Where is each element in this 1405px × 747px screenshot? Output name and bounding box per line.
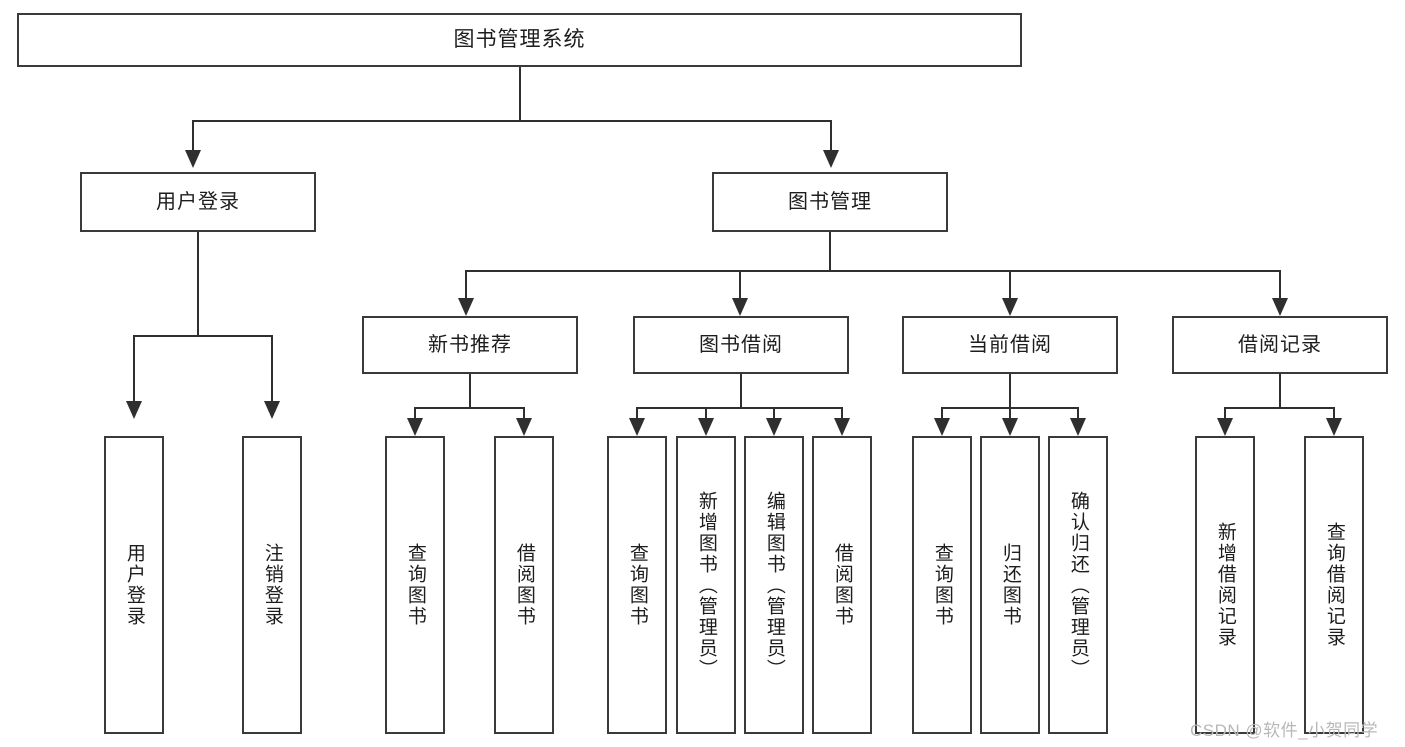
arrow-to-leaf-borrow-book-1 [516,418,532,436]
arrow-to-leaf-confirm-return [1070,418,1086,436]
arrow-to-borrow-record [1272,298,1288,316]
connector-user-login-stem [197,232,199,335]
node-label: 当前借阅 [968,334,1052,356]
leaf-label: 查询图书 [931,543,953,627]
connector-level3-drop-2 [739,270,741,300]
connector-level2-right-drop [830,120,832,152]
connector-current-borrow-stem [1009,374,1011,407]
node-borrow-record[interactable]: 借阅记录 [1172,316,1388,374]
node-user-login[interactable]: 用户登录 [80,172,316,232]
leaf-label: 查询借阅记录 [1323,522,1345,648]
leaf-label: 查询图书 [626,543,648,627]
leaf-label: 新增借阅记录 [1214,522,1236,648]
connector-user-login-child1-drop [133,335,135,403]
connector-book-borrow-bus [636,407,842,409]
node-label: 图书借阅 [699,334,783,356]
connector-level3-drop-1 [465,270,467,300]
arrow-to-leaf-edit-book [766,418,782,436]
leaf-query-book-current[interactable]: 查询图书 [912,436,972,734]
arrow-to-leaf-user-login [126,401,142,419]
node-label: 新书推荐 [428,334,512,356]
leaf-query-borrow-record[interactable]: 查询借阅记录 [1304,436,1364,734]
leaf-label: 新增图书（管理员） [695,490,717,680]
connector-new-book-drop-1 [414,407,416,427]
connector-book-borrow-drop-2 [705,407,707,427]
leaf-label: 注销登录 [261,543,283,627]
leaf-return-book[interactable]: 归还图书 [980,436,1040,734]
leaf-add-borrow-record[interactable]: 新增借阅记录 [1195,436,1255,734]
leaf-label: 借阅图书 [513,543,535,627]
node-book-borrow[interactable]: 图书借阅 [633,316,849,374]
arrow-to-leaf-query-record [1326,418,1342,436]
leaf-confirm-return-admin[interactable]: 确认归还（管理员） [1048,436,1108,734]
leaf-label: 确认归还（管理员） [1067,490,1089,680]
leaf-label: 查询图书 [404,543,426,627]
arrow-to-leaf-query-book-2 [629,418,645,436]
leaf-add-book-admin[interactable]: 新增图书（管理员） [676,436,736,734]
connector-borrow-record-drop-1 [1224,407,1226,427]
node-book-management[interactable]: 图书管理 [712,172,948,232]
leaf-query-book-new-recommend[interactable]: 查询图书 [385,436,445,734]
connector-level3-drop-4 [1279,270,1281,300]
arrow-to-new-book-recommend [458,298,474,316]
connector-borrow-record-stem [1279,374,1281,407]
arrow-to-book-management [823,150,839,168]
node-label: 用户登录 [156,191,240,213]
arrow-to-current-borrow [1002,298,1018,316]
node-root-book-management-system[interactable]: 图书管理系统 [17,13,1022,67]
leaf-label: 借阅图书 [831,543,853,627]
connector-user-login-bus [133,335,273,337]
leaf-label: 编辑图书（管理员） [763,490,785,680]
csdn-watermark: CSDN @软件_小贺同学 [1190,721,1379,740]
arrow-to-leaf-logout [264,401,280,419]
node-label: 图书管理系统 [453,28,586,52]
connector-new-book-bus [414,407,524,409]
connector-book-management-stem [829,232,831,270]
leaf-query-book-borrow[interactable]: 查询图书 [607,436,667,734]
connector-book-borrow-drop-1 [636,407,638,427]
arrow-to-leaf-borrow-book-2 [834,418,850,436]
leaf-borrow-book[interactable]: 借阅图书 [812,436,872,734]
connector-user-login-child2-drop [271,335,273,403]
node-current-borrow[interactable]: 当前借阅 [902,316,1118,374]
leaf-logout-login[interactable]: 注销登录 [242,436,302,734]
leaf-label: 归还图书 [999,543,1021,627]
connector-root-stem [519,67,521,120]
leaf-label: 用户登录 [123,543,145,627]
arrow-to-leaf-add-book [698,418,714,436]
node-new-book-recommend[interactable]: 新书推荐 [362,316,578,374]
connector-borrow-record-bus [1224,407,1334,409]
connector-current-borrow-drop-2 [1009,407,1011,427]
connector-level3-drop-3 [1009,270,1011,300]
arrow-to-leaf-add-record [1217,418,1233,436]
connector-current-borrow-drop-1 [941,407,943,427]
arrow-to-leaf-query-book-1 [407,418,423,436]
connector-book-borrow-drop-4 [841,407,843,427]
leaf-user-login[interactable]: 用户登录 [104,436,164,734]
connector-current-borrow-drop-3 [1077,407,1079,427]
node-label: 图书管理 [788,191,872,213]
connector-level2-left-drop [192,120,194,152]
leaf-borrow-book-new-recommend[interactable]: 借阅图书 [494,436,554,734]
arrow-to-leaf-query-book-3 [934,418,950,436]
connector-book-borrow-stem [740,374,742,407]
arrow-to-book-borrow [732,298,748,316]
connector-book-borrow-drop-3 [773,407,775,427]
connector-new-book-drop-2 [523,407,525,427]
arrow-to-leaf-return-book [1002,418,1018,436]
connector-level2-bus [192,120,832,122]
node-label: 借阅记录 [1238,334,1322,356]
connector-level3-bus [465,270,1281,272]
connector-borrow-record-drop-2 [1333,407,1335,427]
leaf-edit-book-admin[interactable]: 编辑图书（管理员） [744,436,804,734]
connector-new-book-stem [469,374,471,407]
arrow-to-user-login [185,150,201,168]
